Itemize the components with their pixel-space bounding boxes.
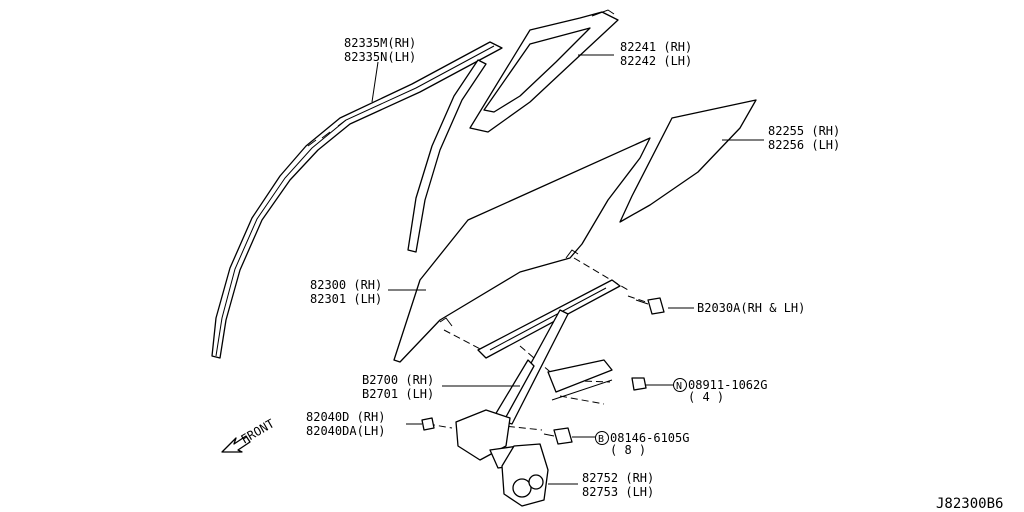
label-sash-seal-lh: 82242 (LH) xyxy=(620,54,692,68)
front-arrow-icon xyxy=(221,435,251,453)
sash-strip-part xyxy=(407,59,487,253)
label-regulator-lh: B2701 (LH) xyxy=(362,387,434,401)
bolt-b-part xyxy=(553,427,573,445)
label-bolt-b-badge: B xyxy=(598,434,604,445)
label-nut-qty: ( 4 ) xyxy=(688,390,724,404)
label-sash-seal-rh: 82241 (RH) xyxy=(620,40,692,54)
leader-lines xyxy=(371,54,764,485)
label-door-glass-lh: 82301 (LH) xyxy=(310,292,382,306)
clip-part xyxy=(421,417,435,431)
label-nut-badge: N xyxy=(676,381,682,392)
label-door-glass-rh: 82300 (RH) xyxy=(310,278,382,292)
door-glass-part xyxy=(393,137,651,363)
fasteners xyxy=(421,297,665,445)
bolt-a-part xyxy=(647,297,665,315)
diagram-code: J82300B6 xyxy=(936,496,1003,512)
label-bolt-b-qty: ( 8 ) xyxy=(610,443,646,457)
label-bolt-b-part-number: 08146-6105G xyxy=(610,431,689,445)
label-clip-rh: 82040D (RH) xyxy=(306,410,385,424)
nut-part xyxy=(631,377,647,391)
quarter-glass-part xyxy=(619,99,757,223)
motor-part xyxy=(501,443,549,507)
label-clip-lh: 82040DA(LH) xyxy=(306,424,385,438)
label-weatherstrip-lh: 82335N(LH) xyxy=(344,50,416,64)
label-nut-part-number: 08911-1062G xyxy=(688,378,767,392)
label-weatherstrip-rh: 82335M(RH) xyxy=(344,36,416,50)
weatherstrip-part xyxy=(211,41,503,359)
label-motor-rh: 82752 (RH) xyxy=(582,471,654,485)
front-label: FRONT xyxy=(239,416,277,446)
label-quarter-glass-lh: 82256 (LH) xyxy=(768,138,840,152)
nut-badge-icon xyxy=(673,378,687,392)
label-motor-lh: 82753 (LH) xyxy=(582,485,654,499)
label-regulator-rh: B2700 (RH) xyxy=(362,373,434,387)
bolt-badge-icon xyxy=(595,431,609,445)
label-bolt-a: B2030A(RH & LH) xyxy=(697,301,805,315)
label-quarter-glass-rh: 82255 (RH) xyxy=(768,124,840,138)
sash-seal-part xyxy=(469,9,619,133)
